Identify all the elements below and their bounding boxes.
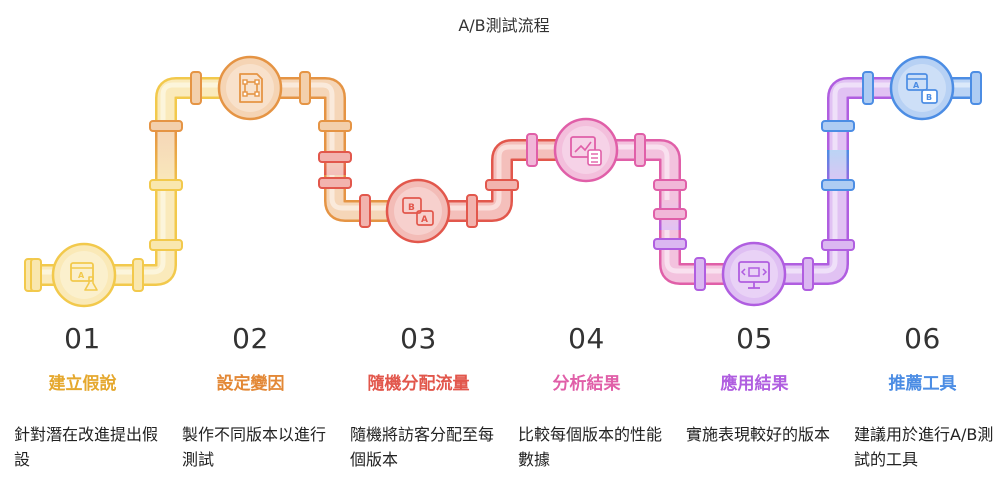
pipe-joint [318, 151, 352, 163]
ab-split-icon: BA [402, 197, 434, 226]
step-title: 應用結果 [720, 374, 789, 394]
pipe-joint [30, 258, 42, 292]
pipe-joint [653, 208, 687, 220]
step-5: 05 應用結果 實施表現較好的版本 [672, 322, 837, 447]
step-1: 01 建立假說 針對潛在改進提出假設 [0, 322, 165, 472]
pipe-joint [485, 179, 519, 191]
step-description: 針對潛在改進提出假設 [14, 425, 159, 469]
pipe-joint [149, 179, 183, 191]
step-description: 製作不同版本以進行測試 [182, 425, 327, 469]
step-number: 06 [904, 322, 941, 355]
step-title: 推薦工具 [888, 374, 957, 394]
pipe-joint [359, 194, 371, 228]
pipe-joint [821, 239, 855, 251]
step-node-6: AB [889, 55, 955, 121]
pipe-joint [318, 120, 352, 132]
step-title: 分析結果 [552, 374, 621, 394]
pipe-transition-fill [157, 130, 175, 190]
step-node-2 [217, 55, 283, 121]
pipe-joint [299, 71, 311, 105]
chart-calculator-icon [570, 136, 602, 166]
pipe-joint [653, 179, 687, 191]
monitor-code-icon [738, 261, 770, 289]
step-description: 建議用於進行A/B測試的工具 [854, 425, 994, 469]
design-frame-icon [239, 73, 263, 103]
svg-text:A: A [421, 215, 428, 225]
step-description: 比較每個版本的性能數據 [518, 425, 663, 469]
svg-text:B: B [408, 203, 415, 213]
step-node-3: BA [385, 178, 451, 244]
pipe-joint [821, 120, 855, 132]
pipe-joint [132, 258, 144, 292]
svg-text:B: B [926, 93, 932, 102]
svg-text:A: A [78, 271, 85, 280]
step-2: 02 設定變因 製作不同版本以進行測試 [168, 322, 333, 472]
step-description: 實施表現較好的版本 [686, 425, 831, 444]
step-4: 04 分析結果 比較每個版本的性能數據 [504, 322, 669, 472]
pipe-joint [653, 238, 687, 250]
pipe-outline-1 [30, 77, 250, 286]
pipe-joint [466, 194, 478, 228]
pipe-joint [862, 71, 874, 105]
pipe-joint [634, 133, 646, 167]
pipe-joint [970, 71, 982, 105]
pipe-highlight-2 [247, 82, 415, 211]
step-number: 02 [232, 322, 269, 355]
step-title: 隨機分配流量 [367, 374, 470, 394]
svg-text:A: A [913, 81, 920, 90]
pipe-joint [318, 177, 352, 189]
pipe-joint [190, 71, 202, 105]
step-6: 06 推薦工具 建議用於進行A/B測試的工具 [840, 322, 1005, 472]
ab-test-flask-icon: A [70, 262, 98, 291]
pipe-joint [694, 257, 706, 291]
step-node-5 [721, 241, 787, 307]
pipe-fill-1 [30, 79, 250, 284]
ab-window-icon: AB [906, 73, 938, 104]
step-node-4 [553, 117, 619, 183]
page-title: A/B測試流程 [458, 16, 550, 35]
step-title: 設定變因 [216, 374, 285, 394]
pipe-joint [149, 120, 183, 132]
step-title: 建立假說 [48, 374, 117, 394]
step-number: 03 [400, 322, 437, 355]
pipe-highlight-1 [27, 82, 247, 275]
pipe-joint [821, 179, 855, 191]
pipe-joint [526, 133, 538, 167]
step-number: 01 [64, 322, 101, 355]
pipe-joint [802, 257, 814, 291]
step-description: 隨機將訪客分配至每個版本 [350, 425, 495, 469]
pipe-joint [149, 239, 183, 251]
step-number: 04 [568, 322, 605, 355]
step-3: 03 隨機分配流量 隨機將訪客分配至每個版本 [336, 322, 501, 472]
step-number: 05 [736, 322, 773, 355]
pipe-highlight-3 [415, 144, 583, 211]
step-node-1: A [51, 242, 117, 308]
